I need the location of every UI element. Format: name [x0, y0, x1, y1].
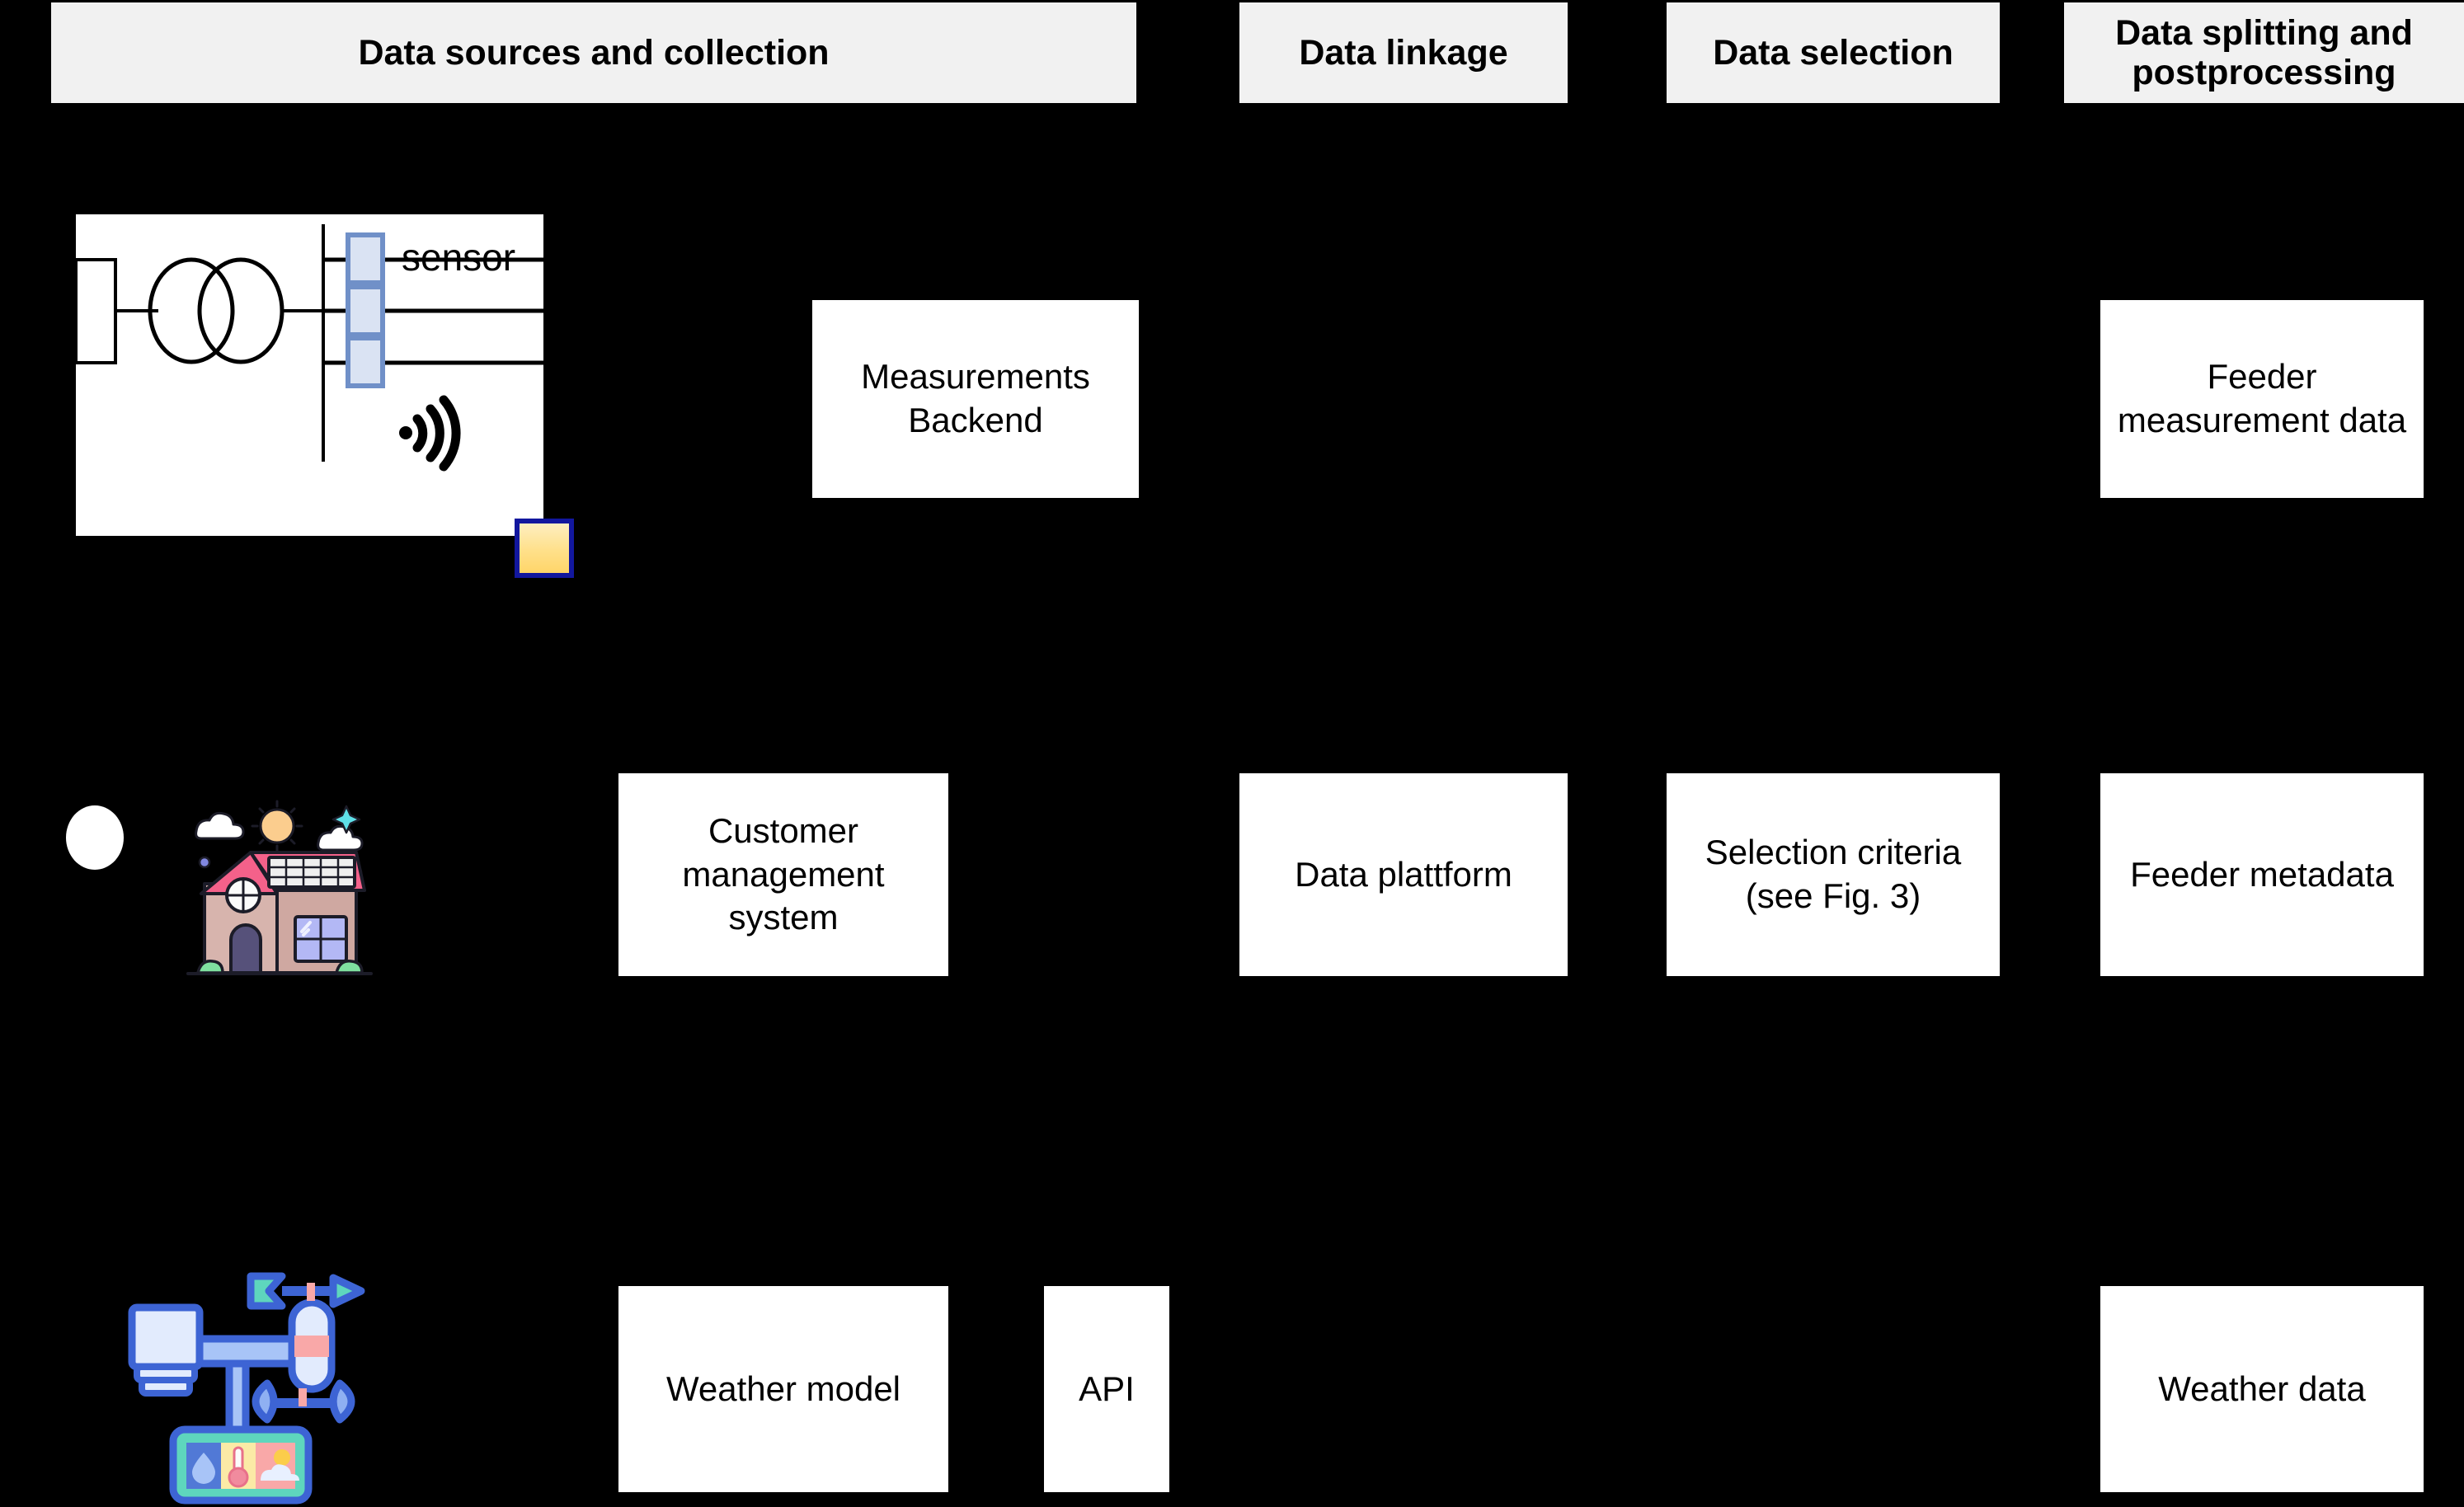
box-selection-criteria: Selection criteria (see Fig. 3)	[1667, 773, 2000, 976]
box-weather-model: Weather model	[618, 1286, 948, 1492]
phase-header-label: Data selection	[1713, 32, 1954, 73]
box-feeder-metadata: Feeder metadata	[2100, 773, 2424, 976]
box-label: Measurements Backend	[861, 357, 1090, 439]
phase-header-data-splitting: Data splitting and postprocessing	[2064, 2, 2464, 103]
box-label: Data plattform	[1295, 854, 1512, 894]
substation-schematic-icon	[76, 224, 543, 472]
house-with-solar-panels-icon	[186, 800, 373, 975]
phase-header-data-sources: Data sources and collection	[51, 2, 1136, 103]
box-weather-data: Weather data	[2100, 1286, 2424, 1492]
box-label: Weather data	[2158, 1369, 2366, 1408]
white-circle-marker	[66, 805, 124, 870]
sensor-label: sensor	[402, 236, 516, 279]
weather-station-icon	[128, 1272, 365, 1505]
box-label: Customer management system	[682, 810, 885, 937]
phase-header-label: Data linkage	[1299, 32, 1508, 73]
box-data-plattform: Data plattform	[1239, 773, 1568, 976]
box-measurements-backend: Measurements Backend	[812, 300, 1139, 498]
substation-diagram-panel	[76, 214, 543, 536]
console-readout-panels	[186, 1443, 299, 1489]
phase-header-data-linkage: Data linkage	[1239, 2, 1568, 103]
solar-panel-array	[267, 856, 356, 889]
gateway-modem-icon	[515, 519, 574, 578]
phase-header-label: Data sources and collection	[358, 32, 830, 73]
box-customer-management-system: Customer management system	[618, 773, 948, 976]
box-feeder-measurement-data: Feeder measurement data	[2100, 300, 2424, 498]
wireless-signal-icon	[399, 395, 461, 472]
box-label: Weather model	[665, 1369, 901, 1408]
phase-header-data-selection: Data selection	[1667, 2, 2000, 103]
box-label: Feeder measurement data	[2117, 357, 2407, 439]
box-label: Feeder metadata	[2130, 854, 2394, 894]
box-api: API	[1044, 1286, 1169, 1492]
box-label: API	[1079, 1369, 1135, 1408]
box-label: Selection criteria (see Fig. 3)	[1705, 833, 1962, 915]
phase-header-label: Data splitting and postprocessing	[2115, 12, 2413, 92]
